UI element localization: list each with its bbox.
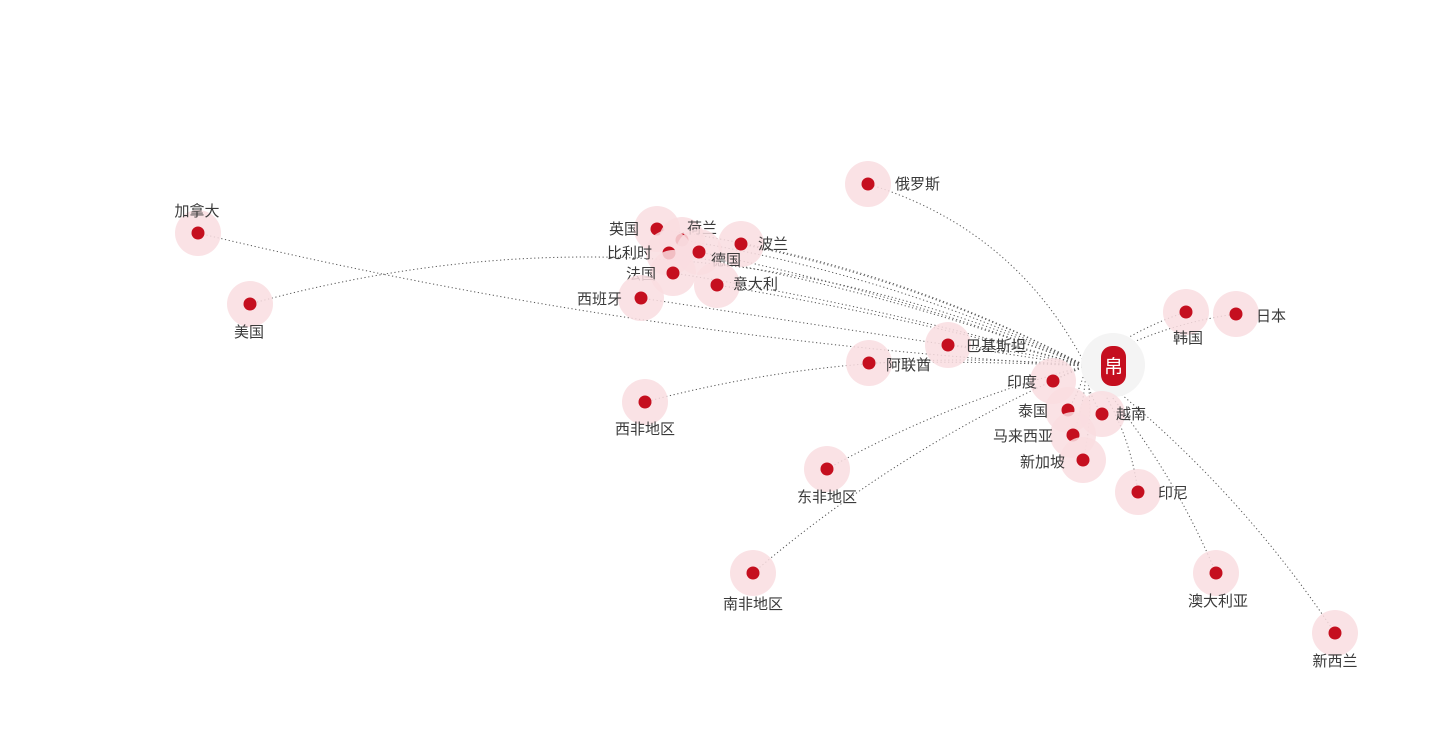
- node-singapore[interactable]: 新加坡: [1020, 437, 1106, 483]
- route-line-russia: [867, 183, 1087, 367]
- node-label: 印度: [1007, 373, 1037, 391]
- node-label: 美国: [234, 323, 264, 341]
- node-label: 加拿大: [174, 202, 219, 220]
- route-line-new-zealand: [1085, 365, 1336, 634]
- node-russia[interactable]: 俄罗斯: [845, 161, 940, 207]
- node-dot[interactable]: [746, 566, 760, 580]
- route-line-pakistan: [947, 344, 1087, 367]
- route-line-poland: [740, 243, 1087, 367]
- node-label: 阿联酋: [886, 356, 931, 374]
- node-west-africa[interactable]: 西非地区: [615, 379, 675, 438]
- node-label: 意大利: [733, 275, 778, 293]
- node-dot[interactable]: [1076, 453, 1090, 467]
- route-line-france: [672, 272, 1087, 367]
- node-label: 南非地区: [723, 595, 783, 613]
- node-korea[interactable]: 韩国: [1163, 289, 1209, 347]
- node-dot[interactable]: [1229, 307, 1243, 321]
- route-line-uae: [868, 361, 1087, 367]
- node-dot[interactable]: [634, 291, 648, 305]
- node-dot[interactable]: [638, 395, 652, 409]
- node-label: 马来西亚: [993, 427, 1053, 445]
- node-poland[interactable]: 波兰: [718, 221, 788, 267]
- node-label: 印尼: [1158, 484, 1188, 502]
- node-label: 英国: [609, 220, 639, 238]
- node-dot[interactable]: [862, 356, 876, 370]
- hub-node: 帛: [1081, 333, 1145, 397]
- route-line-spain: [640, 297, 1087, 367]
- node-dot[interactable]: [191, 226, 205, 240]
- node-east-africa[interactable]: 东非地区: [797, 446, 857, 506]
- node-dot[interactable]: [1328, 626, 1342, 640]
- node-label: 比利时: [607, 244, 652, 262]
- node-dot[interactable]: [1209, 566, 1223, 580]
- node-label: 西班牙: [577, 290, 622, 308]
- route-line-netherlands: [681, 239, 1087, 367]
- node-label: 泰国: [1018, 402, 1048, 420]
- node-dot[interactable]: [1131, 485, 1145, 499]
- node-dot[interactable]: [710, 278, 724, 292]
- node-dot[interactable]: [941, 338, 955, 352]
- node-label: 波兰: [758, 235, 788, 253]
- node-dot[interactable]: [1179, 305, 1193, 319]
- node-dot[interactable]: [820, 462, 834, 476]
- node-dot[interactable]: [734, 237, 748, 251]
- route-line-usa: [249, 256, 1087, 367]
- node-dot[interactable]: [666, 266, 680, 280]
- node-indonesia[interactable]: 印尼: [1115, 469, 1188, 515]
- node-italy[interactable]: 意大利: [694, 262, 778, 308]
- seal-logo-icon[interactable]: 帛: [1101, 346, 1126, 386]
- route-line-germany: [698, 251, 1087, 367]
- node-canada[interactable]: 加拿大: [174, 202, 221, 256]
- seal-glyph: 帛: [1104, 356, 1123, 378]
- node-label: 澳大利亚: [1188, 592, 1248, 610]
- destination-nodes: 加拿大美国英国荷兰波兰比利时德国法国意大利西班牙俄罗斯巴基斯坦阿联酋印度泰国越南…: [174, 161, 1358, 670]
- node-australia[interactable]: 澳大利亚: [1188, 550, 1248, 610]
- node-label: 东非地区: [797, 488, 857, 506]
- node-label: 韩国: [1173, 329, 1203, 347]
- node-dot[interactable]: [243, 297, 257, 311]
- node-usa[interactable]: 美国: [227, 281, 273, 341]
- node-label: 日本: [1256, 307, 1286, 325]
- node-dot[interactable]: [1046, 374, 1060, 388]
- route-line-east-africa: [826, 365, 1087, 470]
- node-label: 巴基斯坦: [966, 337, 1026, 355]
- node-south-africa[interactable]: 南非地区: [723, 550, 783, 613]
- route-line-west-africa: [644, 359, 1087, 403]
- node-dot[interactable]: [861, 177, 875, 191]
- node-new-zealand[interactable]: 新西兰: [1312, 610, 1358, 670]
- node-pakistan[interactable]: 巴基斯坦: [925, 322, 1026, 368]
- node-label: 越南: [1116, 405, 1146, 423]
- node-dot[interactable]: [1095, 407, 1109, 421]
- node-uae[interactable]: 阿联酋: [846, 340, 931, 386]
- route-line-italy: [716, 284, 1087, 367]
- node-label: 俄罗斯: [895, 175, 940, 193]
- node-dot[interactable]: [692, 245, 706, 259]
- node-label: 新加坡: [1020, 453, 1065, 471]
- node-spain[interactable]: 西班牙: [577, 275, 664, 321]
- node-label: 西非地区: [615, 420, 675, 438]
- node-japan[interactable]: 日本: [1213, 291, 1286, 337]
- node-label: 新西兰: [1312, 652, 1357, 670]
